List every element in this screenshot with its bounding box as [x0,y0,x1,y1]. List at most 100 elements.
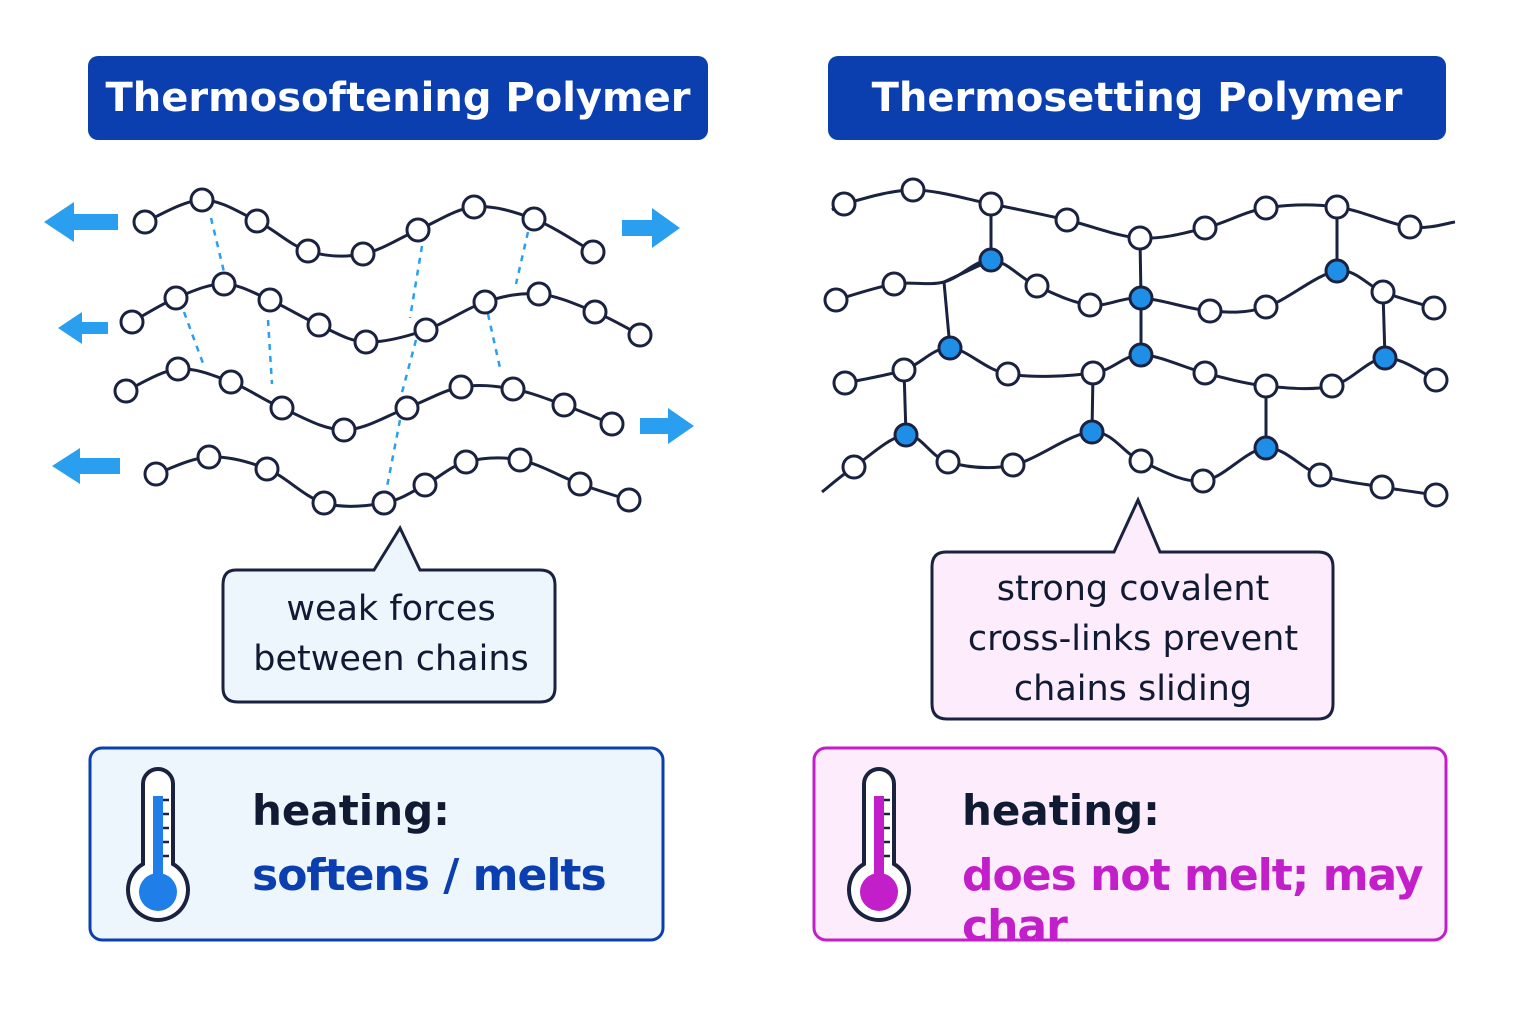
callout-line: strong covalent [996,569,1270,609]
monomer-node [1128,448,1154,474]
monomer-node [1324,194,1350,220]
monomer-node [935,449,961,475]
monomer-node [567,471,593,497]
monomer-node [311,490,337,516]
monomer-node [254,456,280,482]
monomer-node [163,285,189,311]
crosslink-node [937,335,963,361]
monomer-node [448,374,474,400]
monomer-node [1253,195,1279,221]
monomer-node [1369,474,1395,500]
monomer-node [551,392,577,418]
monomer-node [331,417,357,443]
monomer-node [891,357,917,383]
monomer-node [1127,225,1153,251]
monomer-node [306,312,332,338]
monomer-node [165,356,191,382]
monomer-node [1024,273,1050,299]
thermometer-icon [126,767,190,922]
monomer-node [189,187,215,213]
monomer-node [405,217,431,243]
monomer-node [1054,207,1080,233]
thermometer-icon [847,767,911,922]
arrow-left-icon [44,202,118,242]
monomer-node [211,271,237,297]
monomer-node [832,370,858,396]
monomer-node [841,454,867,480]
crosslink-node [1324,258,1350,284]
monomer-node [453,449,479,475]
monomer-node [823,287,849,313]
heating-label: heating: [252,786,450,835]
callout-left-box [221,524,557,704]
monomer-node [1253,294,1279,320]
monomer-node [295,238,321,264]
monomer-node [995,361,1021,387]
monomer-node [244,208,270,234]
heating-label: heating: [962,786,1160,835]
thermosoftening-structure [44,187,694,516]
monomer-node [1423,482,1449,508]
thermosetting-title: Thermosetting Polymer [828,56,1446,140]
callout-line: between chains [253,639,529,679]
monomer-node [507,447,533,473]
intermolecular-forces [182,217,530,493]
monomer-node [1000,452,1026,478]
monomer-node [461,194,487,220]
monomer-node [1080,360,1106,386]
monomer-node [521,206,547,232]
monomer-node [394,395,420,421]
crosslink-node [1128,285,1154,311]
monomer-node [1397,214,1423,240]
monomer-node [1423,367,1449,393]
polymer-chain [125,367,613,432]
monomer-node [978,191,1004,217]
monomer-node [500,376,526,402]
crosslink-node [978,247,1004,273]
monomer-node [1307,462,1333,488]
heating-result: does not melt; may char [962,850,1424,952]
monomer-node [1421,295,1447,321]
monomer-node [1253,373,1279,399]
monomer-node [113,378,139,404]
polymer-chain [155,455,630,508]
monomer-node [1197,298,1223,324]
monomer-node [1370,279,1396,305]
monomer-node [526,281,552,307]
monomer-node [412,472,438,498]
crosslink-node [1079,419,1105,445]
monomer-node [1319,373,1345,399]
arrow-right-icon [640,408,694,444]
callout-line: chains sliding [1013,669,1253,709]
heating-box-left [88,746,665,942]
arrow-left-icon [52,448,120,484]
monomer-node [900,177,926,203]
monomer-node [1192,360,1218,386]
thermosetting-structure [821,177,1456,508]
callout-line: cross-links prevent [967,619,1299,659]
monomer-node [881,271,907,297]
arrow-left-icon [58,312,108,344]
callout-right-box [930,496,1335,721]
monomer-node [1190,468,1216,494]
arrow-right-icon [622,208,680,248]
crosslink-node [1372,345,1398,371]
monomer-node [580,239,606,265]
monomer-node [143,461,169,487]
monomer-node [350,241,376,267]
heating-box-right [812,746,1448,942]
chain-slide-arrows [44,202,694,484]
monomer-node [582,299,608,325]
monomer-node [1192,215,1218,241]
monomer-node [119,309,145,335]
monomer-node [831,191,857,217]
monomer-node [257,287,283,313]
monomer-node [413,317,439,343]
thermosoftening-title: Thermosoftening Polymer [88,56,708,140]
polymer-chain [131,282,641,344]
crosslink-node [1253,435,1279,461]
crosslink-node [1128,342,1154,368]
monomer-node [472,289,498,315]
monomer-node [196,444,222,470]
